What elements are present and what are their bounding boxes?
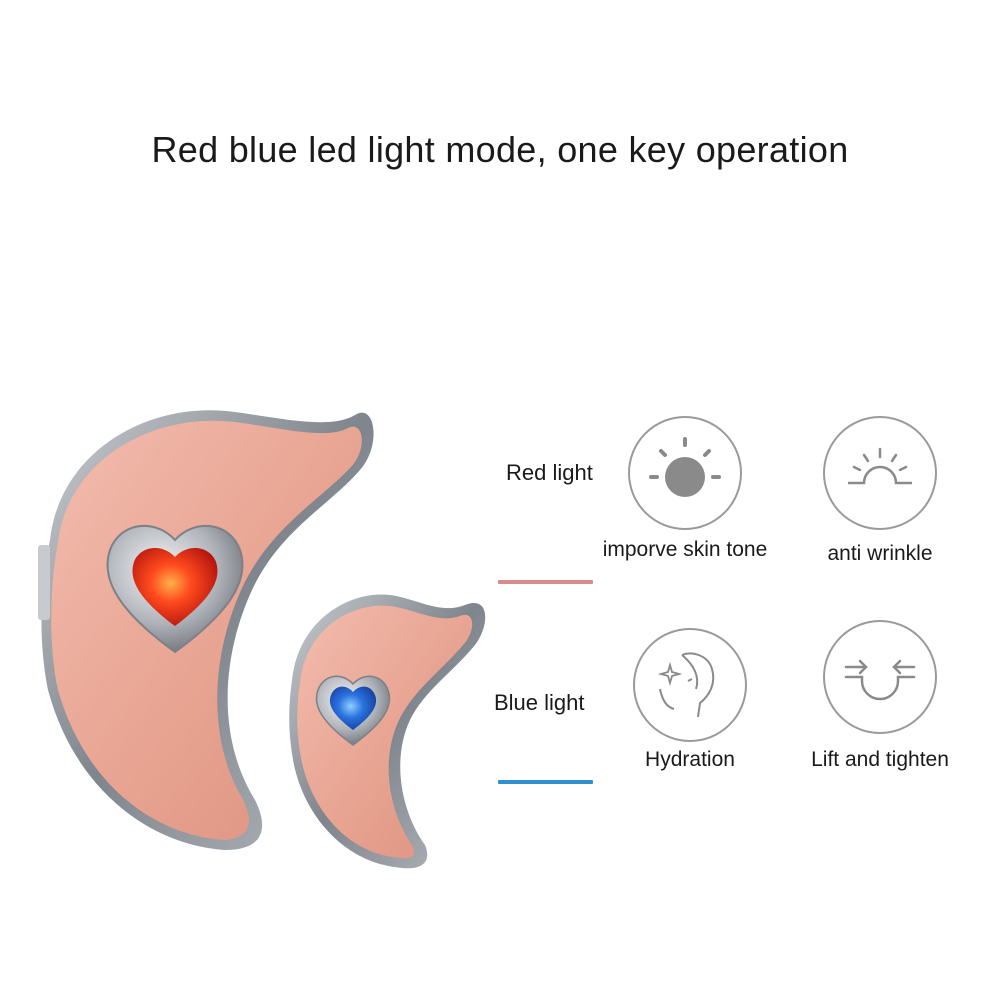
benefit-label: anti wrinkle — [827, 542, 933, 565]
benefit-anti-wrinkle: anti wrinkle — [795, 413, 965, 564]
benefit-label: Hydration — [645, 748, 735, 771]
gua-sha-devices-image — [38, 410, 486, 869]
benefit-lift-tighten: Lift and tighten — [795, 617, 965, 770]
sunrise-icon — [823, 416, 937, 530]
blue-light-indicator-line — [498, 780, 593, 784]
small-device — [289, 594, 486, 869]
benefit-label: imporve skin tone — [602, 538, 768, 561]
red-led-heart — [106, 524, 244, 654]
red-light-indicator-line — [498, 580, 593, 584]
blue-light-label: Blue light — [494, 690, 585, 715]
red-light-label: Red light — [506, 460, 593, 485]
benefit-skin-tone: imporve skin tone — [600, 413, 770, 560]
sun-icon — [628, 416, 742, 530]
benefit-hydration: Hydration — [605, 625, 775, 770]
lift-arrows-icon — [823, 620, 937, 734]
headline: Red blue led light mode, one key operati… — [151, 129, 849, 170]
large-device — [38, 410, 374, 850]
benefit-label: Lift and tighten — [811, 748, 949, 771]
face-sparkle-icon — [633, 628, 747, 742]
blue-led-heart — [315, 675, 391, 746]
